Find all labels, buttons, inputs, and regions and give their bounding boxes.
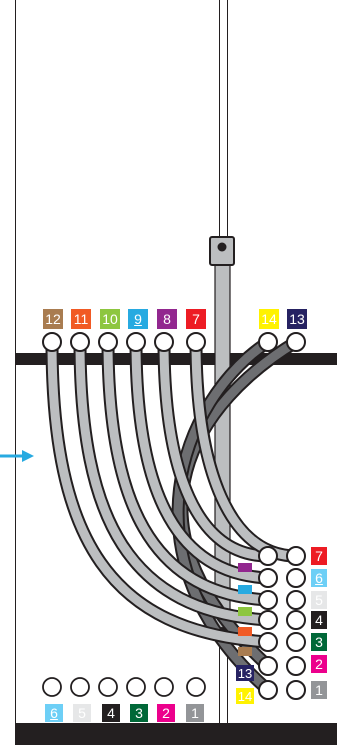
- right-port: [258, 590, 278, 610]
- bottom-port: [42, 677, 62, 697]
- bottom-port-label-1: 1: [186, 704, 204, 722]
- top-port-9: [126, 332, 146, 352]
- cable-end-tab: [238, 647, 252, 656]
- top-port-label-14: 14: [259, 309, 279, 329]
- top-port-14: [258, 332, 278, 352]
- bottom-port: [186, 677, 206, 697]
- right-port: [286, 632, 306, 652]
- right-port-label-7: 7: [311, 547, 327, 565]
- right-port-label-6: 6: [311, 569, 327, 587]
- right-port: [258, 546, 278, 566]
- bottom-rail: [15, 723, 337, 745]
- right-port: [286, 590, 306, 610]
- cable-end-tabs: [238, 563, 252, 656]
- bottom-port-label-3: 3: [130, 704, 148, 722]
- right-port: [258, 680, 278, 700]
- right-port: [286, 610, 306, 630]
- cable-end-label-13: 13: [236, 665, 254, 681]
- cable-end-tab: [238, 607, 252, 616]
- top-port-row: [42, 332, 306, 352]
- top-port-label-8: 8: [157, 309, 177, 329]
- cable-end-tab: [238, 585, 252, 594]
- cable-guide-screw: [217, 242, 227, 252]
- top-port-11: [70, 332, 90, 352]
- right-port-label-2: 2: [311, 655, 327, 673]
- right-port: [258, 610, 278, 630]
- cable-end-tab: [238, 627, 252, 636]
- top-port-label-11: 11: [71, 309, 91, 329]
- cable-end-label-14: 14: [236, 688, 254, 704]
- right-port: [286, 568, 306, 588]
- top-port-13: [286, 332, 306, 352]
- top-port-8: [154, 332, 174, 352]
- right-port-label-5: 5: [311, 591, 327, 609]
- right-port-label-4: 4: [311, 611, 327, 629]
- bottom-port: [126, 677, 146, 697]
- bottom-port-label-4: 4: [102, 704, 120, 722]
- bottom-port: [154, 677, 174, 697]
- top-port-10: [98, 332, 118, 352]
- top-port-label-13: 13: [287, 309, 307, 329]
- cable-end-tab: [238, 563, 252, 572]
- right-arrow-icon: [0, 450, 34, 462]
- bottom-port-label-6: 6: [45, 704, 63, 722]
- right-port: [286, 680, 306, 700]
- bottom-port: [70, 677, 90, 697]
- right-port: [258, 568, 278, 588]
- top-port-label-7: 7: [186, 309, 206, 329]
- right-port: [258, 632, 278, 652]
- right-port-label-3: 3: [311, 633, 327, 651]
- right-port: [258, 656, 278, 676]
- top-port-7: [186, 332, 206, 352]
- right-port-label-1: 1: [311, 681, 327, 699]
- bottom-port-label-5: 5: [73, 704, 91, 722]
- bottom-port-label-2: 2: [157, 704, 175, 722]
- bottom-port: [98, 677, 118, 697]
- right-port: [286, 656, 306, 676]
- bottom-port-row: [42, 677, 206, 697]
- top-port-12: [42, 332, 62, 352]
- cables-light: [45, 335, 303, 649]
- right-port-grid: [258, 546, 306, 700]
- top-port-label-12: 12: [43, 309, 63, 329]
- top-port-label-9: 9: [128, 309, 148, 329]
- right-port: [286, 546, 306, 566]
- top-port-label-10: 10: [100, 309, 120, 329]
